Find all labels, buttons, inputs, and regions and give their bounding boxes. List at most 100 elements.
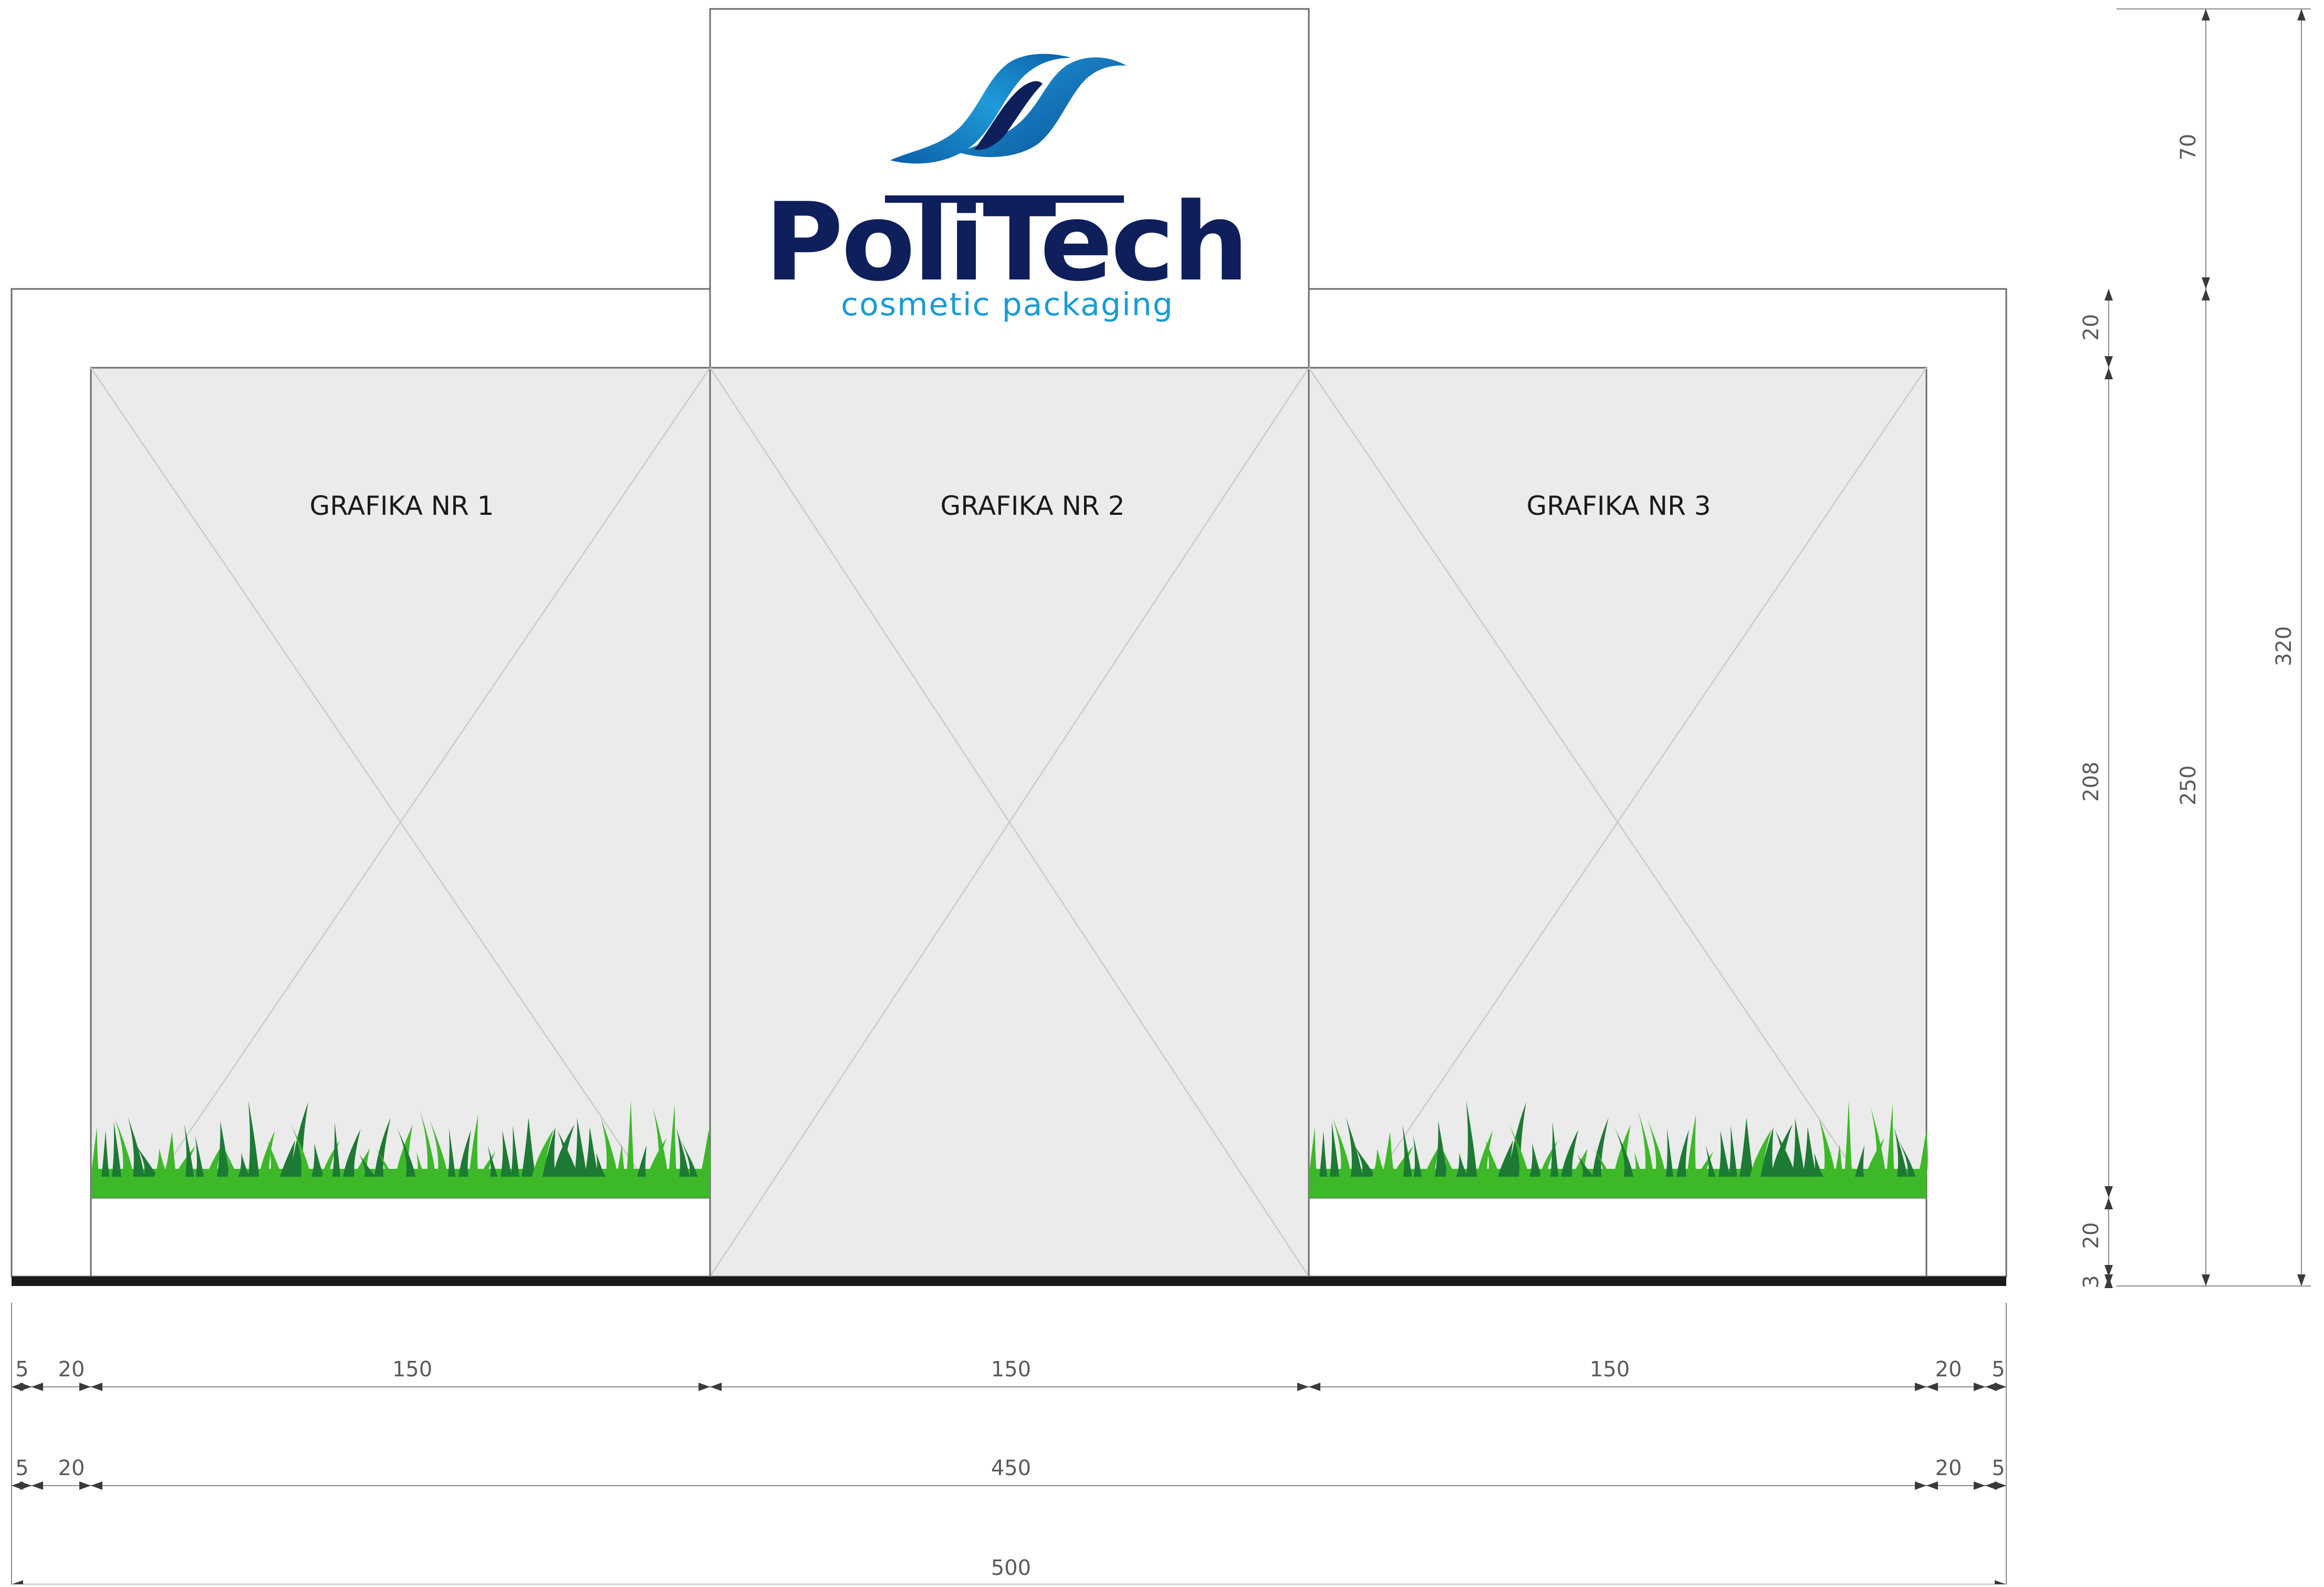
grass-blade bbox=[332, 1122, 341, 1177]
grass-blade bbox=[1638, 1110, 1654, 1177]
dim-vertical-mid-label: 70 bbox=[2176, 134, 2201, 161]
grass-blade bbox=[290, 1124, 311, 1177]
panel-3-diagonal bbox=[1308, 367, 1927, 1277]
arrowhead bbox=[32, 1383, 43, 1391]
grass-blade bbox=[238, 1153, 251, 1177]
arrowhead bbox=[2104, 1274, 2113, 1286]
grass-blade bbox=[114, 1117, 133, 1177]
grass-blade bbox=[1508, 1124, 1529, 1177]
dim-row-2-label: 5 bbox=[15, 1456, 28, 1480]
grass-blade bbox=[1466, 1100, 1477, 1177]
grass-blade bbox=[557, 1130, 578, 1177]
grass-blade bbox=[101, 1130, 110, 1177]
grass-blade bbox=[458, 1129, 471, 1177]
grass-blade bbox=[420, 1110, 436, 1177]
arrowhead bbox=[1915, 1481, 1926, 1490]
grass-blade bbox=[164, 1131, 177, 1177]
grass-blade bbox=[1402, 1124, 1412, 1177]
arrowhead bbox=[1309, 1383, 1320, 1391]
panel-3-grass bbox=[1309, 1100, 1928, 1198]
arrowhead bbox=[79, 1481, 91, 1490]
grass-blade bbox=[679, 1136, 697, 1177]
grass-blade bbox=[1508, 1102, 1526, 1177]
grass-blade bbox=[1456, 1153, 1468, 1177]
grass-blade bbox=[700, 1129, 711, 1177]
grass-blade bbox=[1592, 1117, 1609, 1177]
grass-blade bbox=[1550, 1122, 1559, 1177]
dim-vertical-inner-label: 208 bbox=[2079, 762, 2103, 802]
panel-1-bottom-strip bbox=[90, 1197, 711, 1278]
dim-vertical-inner-label: 20 bbox=[2079, 314, 2103, 341]
dim-row-1-label: 150 bbox=[1590, 1357, 1630, 1382]
arrowhead bbox=[2104, 289, 2113, 300]
logo-tagline: cosmetic packaging bbox=[841, 286, 1174, 323]
grass-blade bbox=[511, 1125, 519, 1177]
grass-blade bbox=[430, 1119, 448, 1177]
grass-blade bbox=[532, 1129, 554, 1177]
grass-blade bbox=[1871, 1107, 1886, 1177]
logo-emblem-icon bbox=[890, 54, 1127, 164]
grass-blade bbox=[1750, 1129, 1772, 1177]
grass-blade bbox=[1844, 1100, 1852, 1177]
politech-logo: PoliTech cosmetic packaging bbox=[765, 54, 1249, 323]
grass-blade bbox=[280, 1140, 296, 1177]
grass-blade bbox=[154, 1148, 169, 1177]
arrowhead bbox=[2104, 368, 2113, 379]
grass-blade bbox=[136, 1145, 158, 1177]
grass-blade bbox=[1896, 1136, 1915, 1177]
dim-row-3-label: 500 bbox=[991, 1556, 1031, 1580]
grass-blade bbox=[1577, 1154, 1595, 1177]
arrowhead bbox=[1297, 1383, 1309, 1391]
dim-vertical-outer-label: 320 bbox=[2272, 626, 2296, 666]
dim-row-2-label: 450 bbox=[991, 1456, 1031, 1480]
dim-row-1-label: 5 bbox=[15, 1357, 28, 1382]
arrowhead bbox=[1974, 1481, 1985, 1490]
grass-blade bbox=[1634, 1152, 1644, 1177]
dim-vertical-inner-label: 3 bbox=[2079, 1275, 2103, 1288]
grass-blade bbox=[217, 1121, 230, 1177]
arrowhead bbox=[91, 1383, 102, 1391]
grass-blade bbox=[1718, 1130, 1730, 1177]
grass-blade bbox=[1739, 1117, 1754, 1177]
grass-blade bbox=[487, 1145, 498, 1177]
grass-blade bbox=[1855, 1145, 1865, 1177]
panel-1-diagonal bbox=[90, 367, 711, 1277]
grass-blade bbox=[195, 1135, 204, 1177]
grass-blade bbox=[1529, 1143, 1542, 1177]
grass-blade bbox=[600, 1117, 618, 1177]
grass-blade bbox=[469, 1114, 478, 1177]
grass-blade bbox=[1792, 1118, 1805, 1177]
panel-1-grass bbox=[91, 1100, 711, 1198]
arrowhead bbox=[2104, 1265, 2113, 1277]
arrowhead bbox=[2202, 277, 2210, 289]
arrowhead bbox=[1995, 1383, 2006, 1391]
arrowhead bbox=[20, 1383, 32, 1391]
grass-blade bbox=[574, 1118, 587, 1177]
grass-blade bbox=[1729, 1125, 1737, 1177]
grass-blade bbox=[311, 1143, 324, 1177]
grass-blade bbox=[585, 1126, 599, 1177]
panel-2-diagonal bbox=[709, 367, 1310, 1277]
grass-blade bbox=[359, 1154, 377, 1177]
panel-3-label: GRAFIKA NR 3 bbox=[1526, 491, 1711, 521]
grass-blade bbox=[1666, 1128, 1674, 1177]
arrowhead bbox=[2104, 1198, 2113, 1209]
arrowhead bbox=[12, 1580, 23, 1587]
grass-blade bbox=[397, 1127, 415, 1177]
grass-blade bbox=[1319, 1130, 1328, 1177]
dimension-arrowheads bbox=[12, 9, 2306, 1587]
grass-blade bbox=[627, 1100, 634, 1177]
dim-row-1-label: 5 bbox=[1992, 1357, 2005, 1382]
arrowhead bbox=[699, 1383, 710, 1391]
arrowhead bbox=[1995, 1580, 2006, 1587]
arrowhead bbox=[2104, 1186, 2113, 1198]
arrowhead bbox=[20, 1481, 32, 1490]
grass-blade bbox=[1818, 1117, 1836, 1177]
grass-blade bbox=[448, 1128, 456, 1177]
grass-blade bbox=[616, 1144, 626, 1177]
grass-blade bbox=[128, 1117, 144, 1177]
grass-blade bbox=[1887, 1104, 1895, 1177]
grass-blade bbox=[1705, 1145, 1716, 1177]
